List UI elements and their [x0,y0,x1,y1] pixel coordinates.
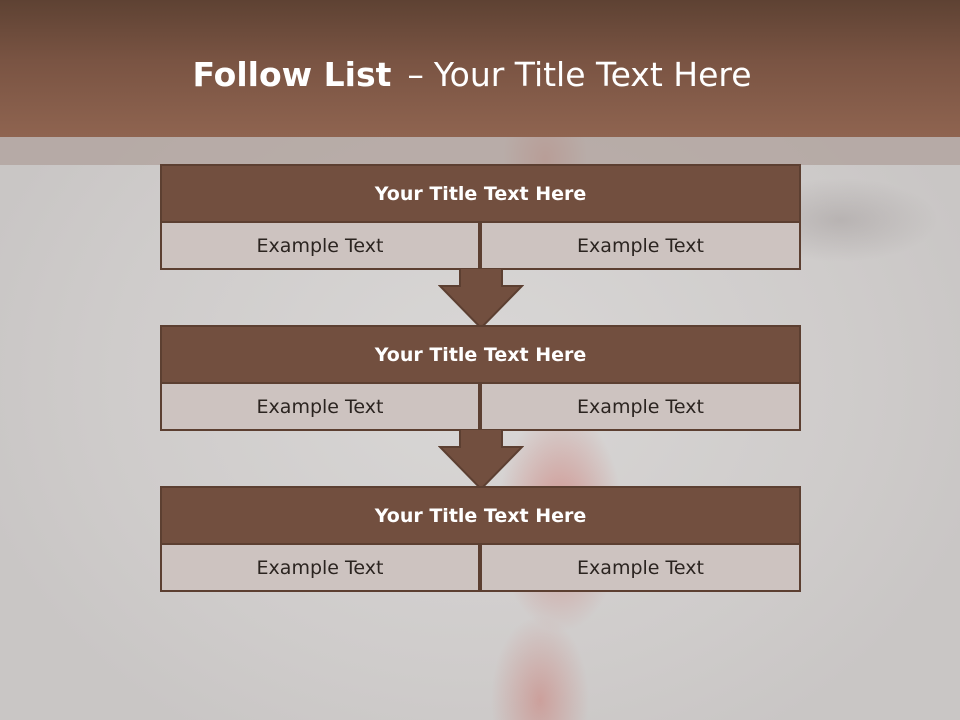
step-title: Your Title Text Here [160,164,801,223]
down-arrow-icon [438,429,524,491]
step-box-2: Your Title Text Here Example Text Exampl… [160,325,801,433]
step-title: Your Title Text Here [160,486,801,545]
slide-title-bold: Follow List [192,55,392,94]
step-cell-right: Example Text [480,545,801,592]
header-sub-band [0,137,960,165]
step-box-3: Your Title Text Here Example Text Exampl… [160,486,801,592]
step-cell-right: Example Text [480,384,801,431]
header-band [0,0,960,137]
step-cell-left: Example Text [160,223,480,270]
step-cell-left: Example Text [160,384,480,431]
step-title: Your Title Text Here [160,325,801,384]
slide-title-dash: – [407,55,424,94]
step-cell-left: Example Text [160,545,480,592]
slide-title-rest: Your Title Text Here [433,55,752,94]
down-arrow-icon [438,268,524,330]
step-cell-right: Example Text [480,223,801,270]
step-box-1: Your Title Text Here Example Text Exampl… [160,164,801,272]
slide-title: Follow List–Your Title Text Here [0,52,944,98]
